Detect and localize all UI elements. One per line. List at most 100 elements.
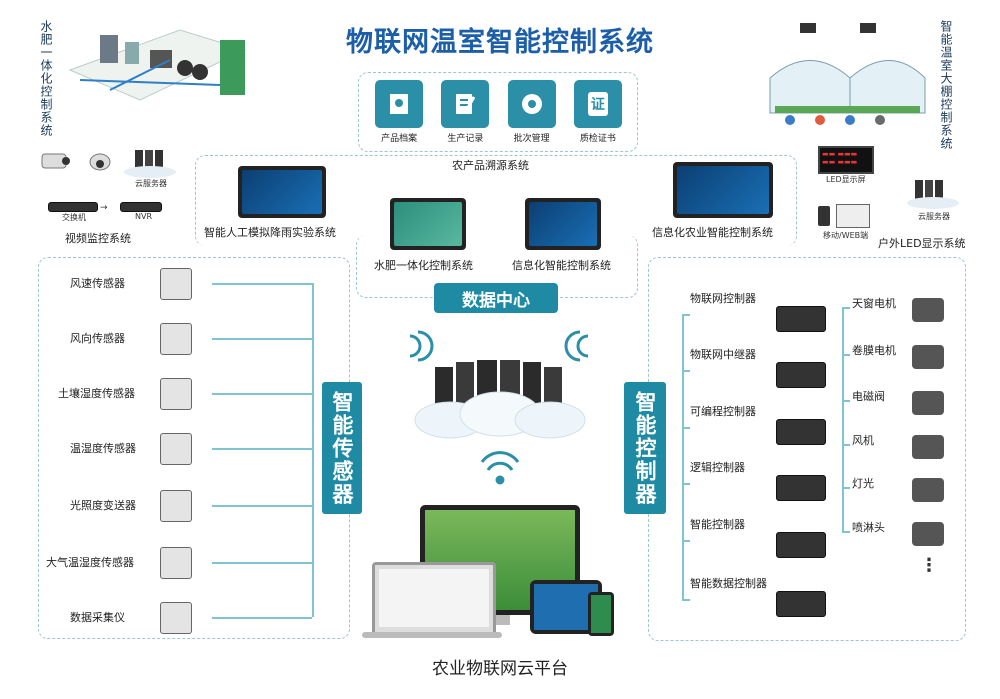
connector-line (212, 617, 312, 619)
monitor-stand (490, 615, 510, 625)
skylight-motor-icon (912, 298, 944, 322)
nvr-device (120, 202, 162, 212)
lamp-icon (912, 478, 944, 502)
led-display: ▬▬ ▬▬▬▬▬ ▬▬▬ (818, 146, 874, 174)
wind-vane-icon (160, 323, 192, 355)
traceability-label: 农产品溯源系统 (452, 159, 529, 172)
controller-label: 物联网控制器 (690, 292, 756, 305)
trace-item-certificate: 证 质检证书 (573, 80, 622, 144)
device-label: 卷膜电机 (852, 344, 896, 357)
connector-line (842, 354, 850, 356)
mobile-device (818, 206, 830, 226)
sensor-label: 风向传感器 (70, 332, 125, 345)
server-caption-right: 云服务器 (918, 212, 950, 221)
switch-device (48, 202, 98, 212)
controller-label: 物联网中继器 (690, 348, 756, 361)
trace-label-records: 生产记录 (447, 134, 484, 144)
sensor-label: 大气温湿度传感器 (46, 556, 134, 569)
connector-line (682, 483, 690, 485)
trace-label-batch: 批次管理 (513, 134, 550, 144)
agri-system-screen (673, 162, 773, 218)
smart-controller-icon (776, 532, 826, 558)
device-label: 电磁阀 (852, 390, 885, 403)
tablet (530, 580, 602, 634)
agri-system-label: 信息化农业智能控制系统 (652, 226, 773, 239)
wifi-right-icon (564, 330, 589, 362)
iot-controller-icon (776, 306, 826, 332)
connector-line (842, 487, 850, 489)
video-monitoring-label: 视频监控系统 (65, 232, 131, 245)
cloud-platform-label: 农业物联网云平台 (432, 659, 568, 679)
outdoor-led-label: 户外LED显示系统 (878, 237, 966, 250)
logic-controller-icon (776, 475, 826, 501)
sprinkler-icon (912, 522, 944, 546)
page-title: 物联网温室智能控制系统 (346, 27, 654, 58)
connector-line (212, 448, 312, 450)
soil-probe-icon (160, 378, 192, 410)
trace-item-records: 生产记录 (441, 80, 490, 144)
trace-item-batch: 批次管理 (507, 80, 556, 144)
plc-board-icon (776, 419, 826, 445)
systems-frame (195, 155, 797, 246)
greenhouse-illustration (769, 23, 926, 125)
fan-icon (912, 435, 944, 459)
controller-label: 智能数据控制器 (690, 577, 767, 590)
rain-system-label: 智能人工模拟降雨实验系统 (204, 226, 336, 239)
controller-label: 智能控制器 (690, 518, 745, 531)
device-trunk-line (842, 307, 844, 531)
sensor-trunk-line (312, 283, 314, 617)
certificate-glyph: 证 (587, 92, 608, 116)
connector-line (682, 540, 690, 542)
wifi-left-icon (409, 330, 434, 362)
controller-label: 逻辑控制器 (690, 461, 745, 474)
video-monitoring-group: 云服务器 (40, 148, 200, 188)
edit-icon (441, 80, 490, 128)
water-system-screen (390, 198, 466, 250)
device-label: 灯光 (852, 477, 874, 490)
greenhouse-control-label: 智能温室大棚控制系统 (939, 20, 953, 150)
connector-line (212, 562, 312, 564)
sensor-label: 数据采集仪 (70, 611, 125, 624)
traceability-icons: 产品档案 生产记录 批次管理 证 质检证书 (366, 80, 631, 144)
connector-line (842, 400, 850, 402)
mobile-caption: 移动/WEB端 (823, 231, 869, 240)
sensor-label: 光照度变送器 (70, 499, 136, 512)
connector-line (842, 307, 850, 309)
sensor-label: 风速传感器 (70, 277, 125, 290)
rain-system-screen (238, 166, 326, 218)
more-icon: ⋮ (920, 555, 938, 576)
connector-line (212, 393, 312, 395)
controller-tab: 智能控制器 (624, 382, 666, 514)
water-fertilizer-label: 水肥一体化控制系统 (39, 20, 53, 137)
led-caption: LED显示屏 (826, 175, 866, 184)
phone (588, 592, 614, 636)
traceability-box (358, 72, 638, 152)
device-label: 天窗电机 (852, 297, 896, 310)
info-system-label: 信息化智能控制系统 (512, 259, 611, 272)
cloud-server-icon (907, 180, 959, 209)
file-icon (375, 80, 424, 128)
monitor-device (836, 204, 870, 228)
connector-line (682, 427, 690, 429)
controller-trunk-line (682, 314, 684, 599)
connector-line (212, 283, 312, 285)
temp-humidity-box-icon (160, 433, 192, 465)
certificate-icon: 证 (573, 80, 622, 128)
connector-line (682, 370, 690, 372)
connector-line (842, 531, 850, 533)
light-sensor-icon (160, 490, 192, 522)
connector-line (682, 599, 690, 601)
solenoid-valve-icon (912, 391, 944, 415)
data-center-tab: 数据中心 (434, 283, 558, 313)
iot-repeater-icon (776, 362, 826, 388)
connector-line (212, 338, 312, 340)
data-controller-icon (776, 591, 826, 617)
gear-icon (507, 80, 556, 128)
trace-label-archive: 产品档案 (381, 134, 418, 144)
connector-line (212, 505, 312, 507)
camera-icon (41, 150, 176, 178)
info-system-screen (525, 198, 601, 250)
connector-line (842, 444, 850, 446)
switch-caption: 交换机 (62, 213, 86, 222)
water-system-label: 水肥一体化控制系统 (374, 259, 473, 272)
